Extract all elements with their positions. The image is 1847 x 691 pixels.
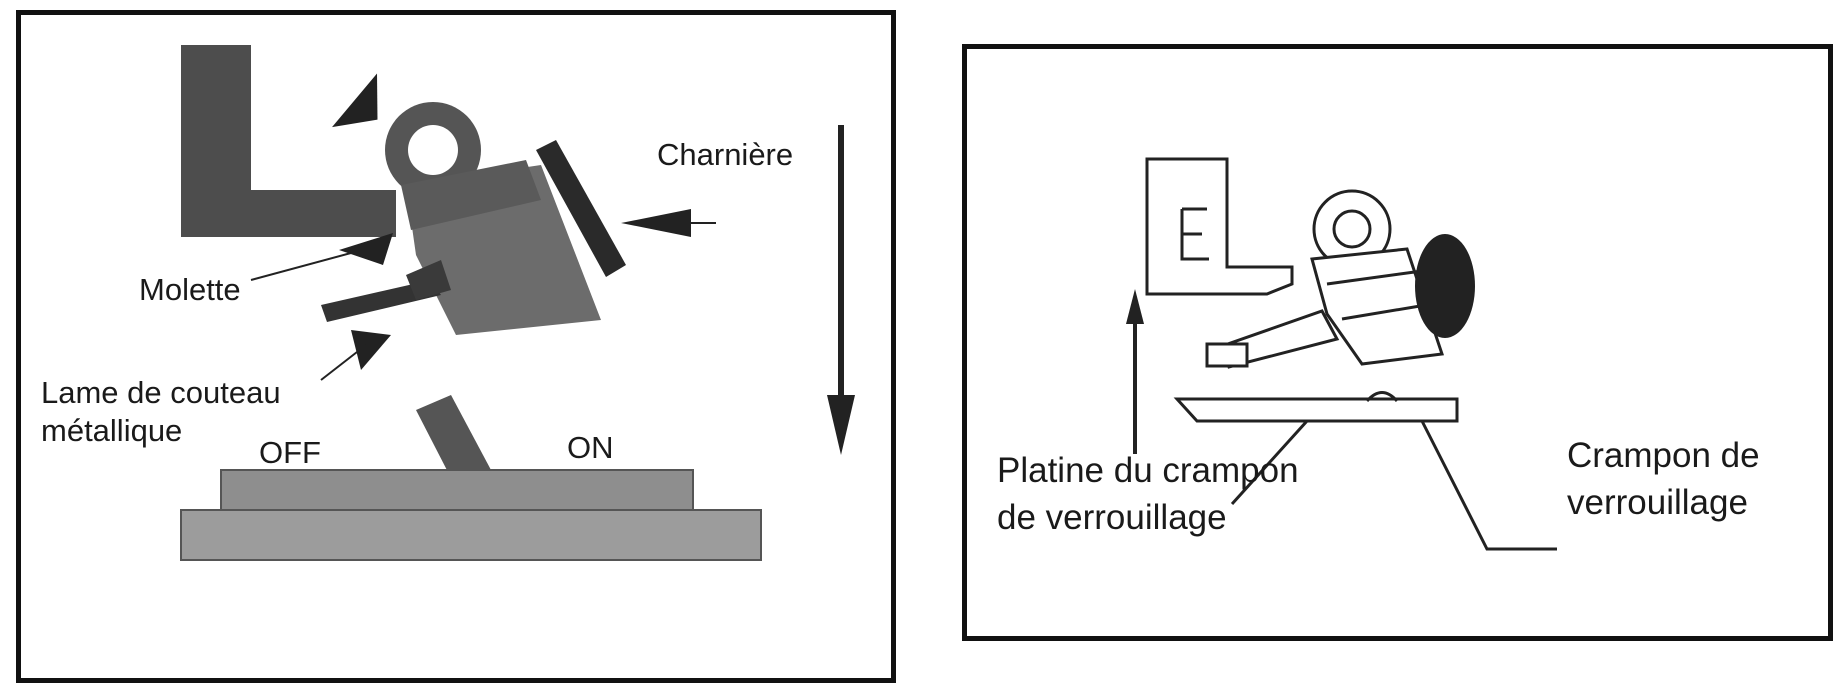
arrow-blade-leader [320, 344, 367, 381]
switch-inner-lines [1326, 269, 1433, 321]
hinge-hole [408, 125, 458, 175]
base-bottom-plate [180, 509, 762, 561]
roller-arm [406, 260, 451, 300]
bracket-outline [1145, 157, 1294, 296]
knife-blade [416, 395, 491, 478]
knob [1415, 234, 1475, 338]
right-diagram-panel: Platine du crampon de verrouillage Cramp… [962, 44, 1833, 641]
roller-handle [321, 280, 441, 322]
base-top-plate [220, 469, 694, 511]
switch-body-outline [1310, 247, 1445, 366]
arrow-molette [339, 233, 393, 265]
latch-label-line1: Crampon de [1567, 436, 1760, 475]
plate-label-line1: Platine du crampon [997, 451, 1299, 490]
off-label: OFF [259, 435, 321, 470]
latch-plate [1173, 397, 1459, 423]
on-label: ON [567, 430, 614, 465]
left-diagram-panel: Charnière Molette Lame de couteau métall… [16, 10, 896, 683]
hinge-eye-hole [1332, 209, 1372, 249]
arrow-blade [351, 330, 391, 370]
plate-label-line2: de verrouillage [997, 498, 1227, 537]
right-diagram-drawing [1126, 157, 1557, 551]
latch-leader [1420, 420, 1557, 551]
blade-label-line2: métallique [41, 413, 183, 448]
hinge-bar [536, 140, 626, 277]
left-diagram-drawing [180, 45, 855, 561]
blade-label-line1: Lame de couteau [41, 375, 281, 410]
down-arrow-head [827, 395, 855, 455]
up-arrow-head [1126, 289, 1144, 324]
plate-leader [1230, 419, 1309, 506]
roller-label: Molette [139, 272, 241, 307]
bracket-e-mark [1180, 207, 1209, 261]
arrow-right [621, 209, 691, 237]
handle-tip [1205, 342, 1249, 368]
arrow-molette-leader [250, 252, 352, 281]
latch-bump [1365, 391, 1399, 403]
switch-upper-band [401, 160, 541, 230]
hinge-label: Charnière [657, 137, 794, 172]
bracket-l-shape [181, 45, 396, 237]
latch-label-line2: verrouillage [1567, 483, 1748, 522]
arrow-top [332, 73, 378, 128]
